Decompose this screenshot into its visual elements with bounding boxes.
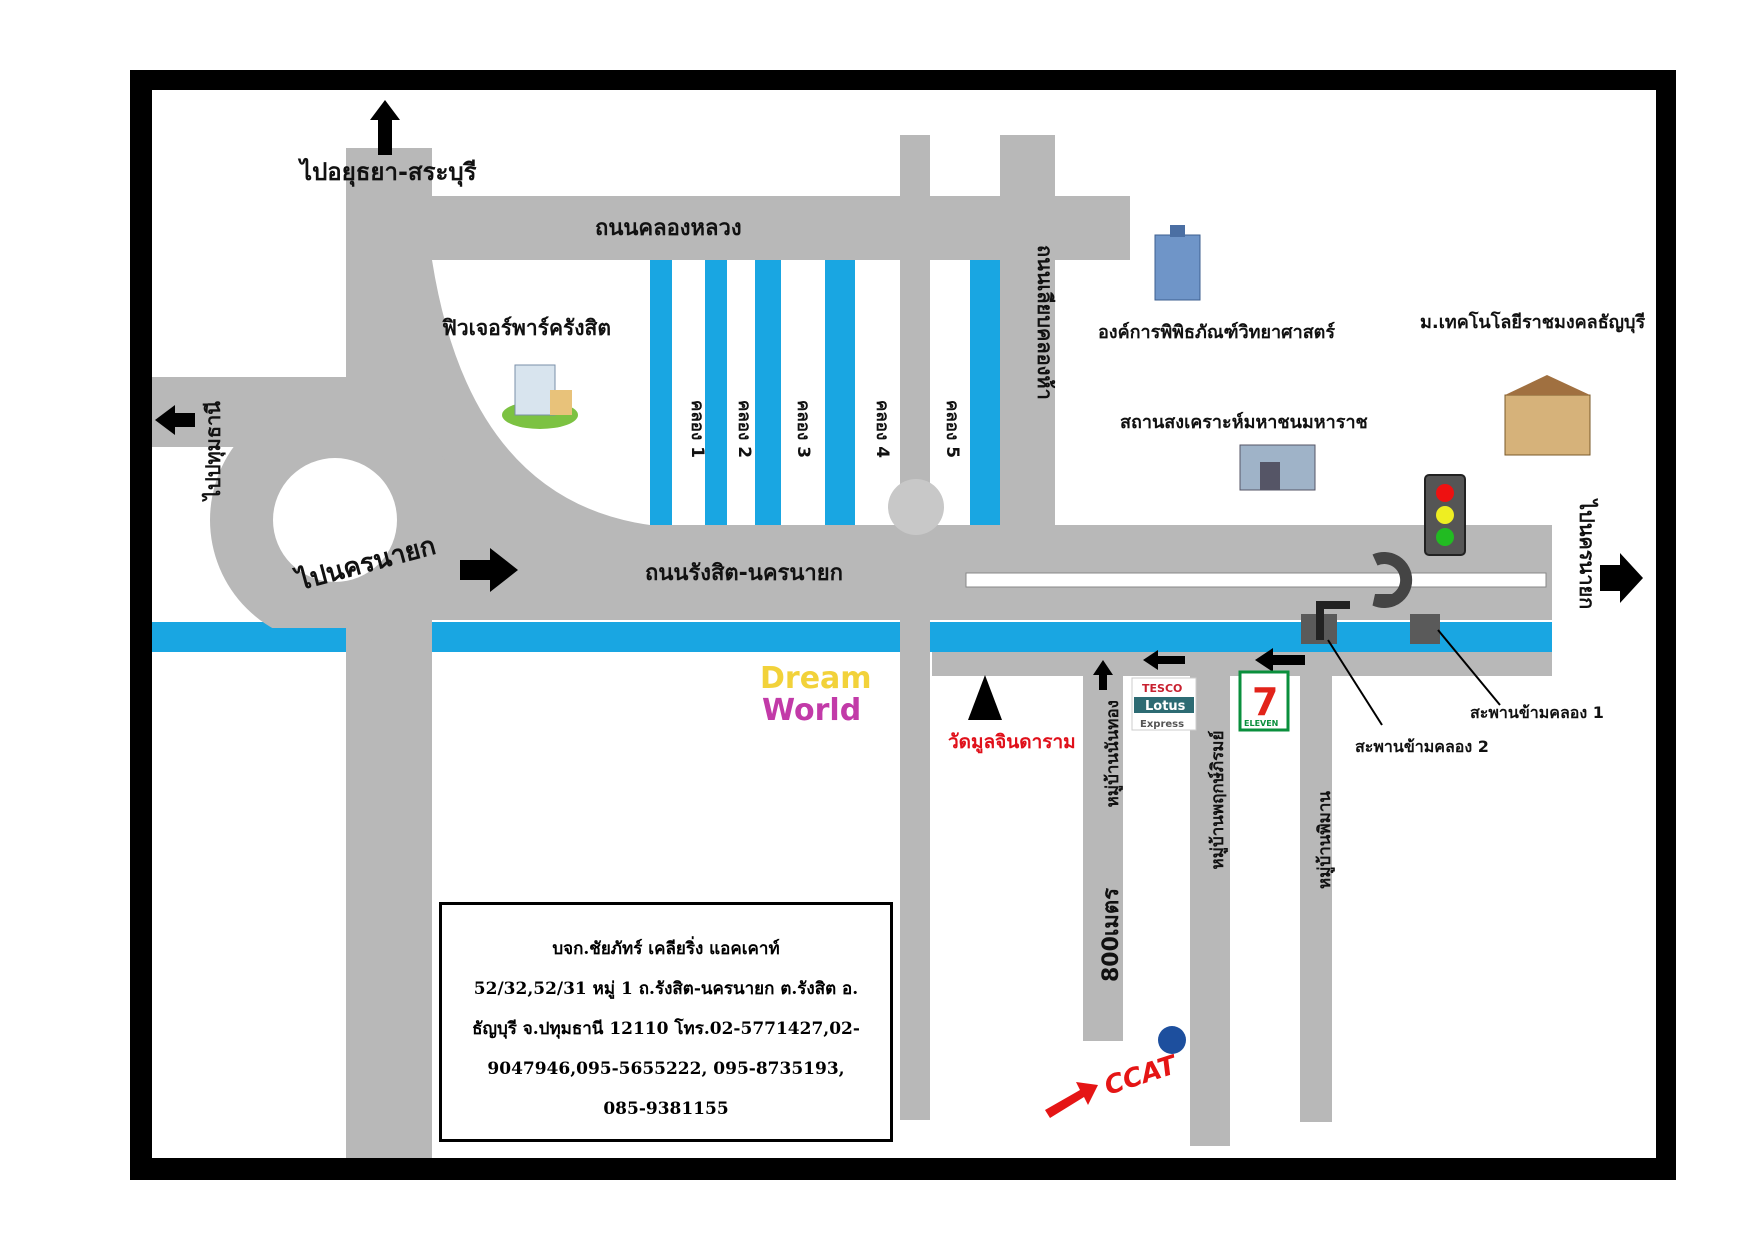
future-park-icon [502,364,578,429]
address-line-2: 52/32,52/31 หมู่ 1 ถ.รังสิต-นครนายก ต.รั… [473,979,859,999]
arrow-west-small-1 [1143,650,1185,670]
arrow-east-left [460,548,518,592]
bridge-2-pointer [1327,639,1383,726]
express-text: Express [1140,719,1184,730]
company-address-box: บจก.ชัยภัทร์ เคลียริ่ง แอคเคาท์ 52/32,52… [439,902,893,1142]
label-khlong-luang-road: ถนนคลองหลวง [595,216,742,241]
arrow-east-right [1600,553,1643,603]
label-bridge-2: สะพานข้ามคลอง 2 [1355,737,1489,756]
label-rangsit-road: ถนนรังสิต-นครนายก [645,561,843,586]
rmutt-icon [1504,375,1591,456]
canal-khlong-5 [970,260,1000,525]
lotus-text: Lotus [1145,699,1186,714]
dream-world-logo-line2: World [762,693,861,728]
road-khlong-ha [1000,135,1055,525]
roundabout-center [273,458,397,582]
mini-roundabout [888,479,944,535]
canal-khlong-1 [650,260,672,525]
ccat-cat-icon [1158,1026,1186,1054]
bridge-1 [1410,614,1440,644]
science-museum-icon [1154,225,1201,301]
canal-left-segment [152,628,346,652]
turn-left-icon [1316,601,1350,640]
label-to-ayutthaya: ไปอยุธยา-สระบุรี [297,157,477,188]
road-village-phisit [1190,676,1230,1146]
road-curve [432,260,650,525]
lane-marking [965,572,1547,588]
u-turn-icon [1372,552,1413,608]
traffic-light-red [1436,484,1454,502]
label-distance: 800เมตร [1099,888,1124,982]
canal-khlong-2 [705,260,727,525]
traffic-light-yellow [1436,506,1454,524]
road-khlong-4-vertical [900,135,930,1120]
address-line-5: 085-9381155 [603,1099,729,1119]
red-pointer-arrow [1045,1082,1098,1118]
label-village-pimon: หมู่บ้านพิมาน [1315,791,1336,889]
label-temple: วัดมูลจินดาราม [948,731,1076,754]
address-line-3: ธัญบุรี จ.ปทุมธานี 12110 โทร.02-5771427,… [472,1019,860,1039]
canal-khlong-4 [825,260,855,525]
label-future-park: ฟิวเจอร์พาร์ครังสิต [441,316,611,340]
label-khlong-2: คลอง 2 [734,400,754,458]
label-khlong-ha-road: ถนนเลียบคลองห้า [1033,245,1057,400]
label-khlong-1: คลอง 1 [687,400,707,458]
arrow-down-small [1093,660,1113,690]
road-vertical-left [346,148,432,1158]
label-village-phisit: หมู่บ้านพฤกษ์ภิรมย์ [1207,731,1229,870]
label-to-nakhon-nayok-right: ไปนครนายก [1575,498,1599,609]
road-khlong-luang [346,196,1130,260]
label-khlong-4: คลอง 4 [872,400,892,458]
label-bridge-1: สะพานข้ามคลอง 1 [1470,703,1604,722]
mahidol-center-icon [1239,444,1316,491]
traffic-light-green [1436,528,1454,546]
tesco-text: TESCO [1142,682,1182,695]
seven-sub-text: ELEVEN [1244,719,1278,728]
address-line-4: 9047946,095-5655222, 095-8735193, [487,1059,845,1079]
dream-world-logo-line1: Dream [760,661,872,696]
label-khlong-5: คลอง 5 [942,400,962,458]
arrow-north [370,100,400,155]
company-name: บจก.ชัยภัทร์ เคลียริ่ง แอคเคาท์ [552,939,780,959]
label-mahidol-center: สถานสงเคราะห์มหาชนมหาราช [1120,411,1368,433]
seven-text: 7 [1252,680,1278,724]
lotus-bar [1134,697,1194,713]
label-science-museum: องค์การพิพิธภัณฑ์วิทยาศาสตร์ [1098,321,1335,343]
label-village-nanthong: หมู่บ้านนันทอง [1103,700,1124,807]
arrow-west-small-2 [1255,648,1305,672]
temple-icon [968,675,1002,720]
seven-eleven-logo [1238,670,1290,732]
bridge-1-pointer [1437,629,1501,706]
road-village-pimon [1300,652,1332,1122]
canal-khlong-3 [755,260,781,525]
arrow-west [155,405,195,435]
road-village-nanthong [1083,676,1123,1041]
label-to-pathum: ไปปทุมธานี [201,401,226,502]
label-rmutt: ม.เทคโนโลยีราชมงคลธัญบุรี [1420,311,1645,334]
label-khlong-3: คลอง 3 [793,400,813,458]
